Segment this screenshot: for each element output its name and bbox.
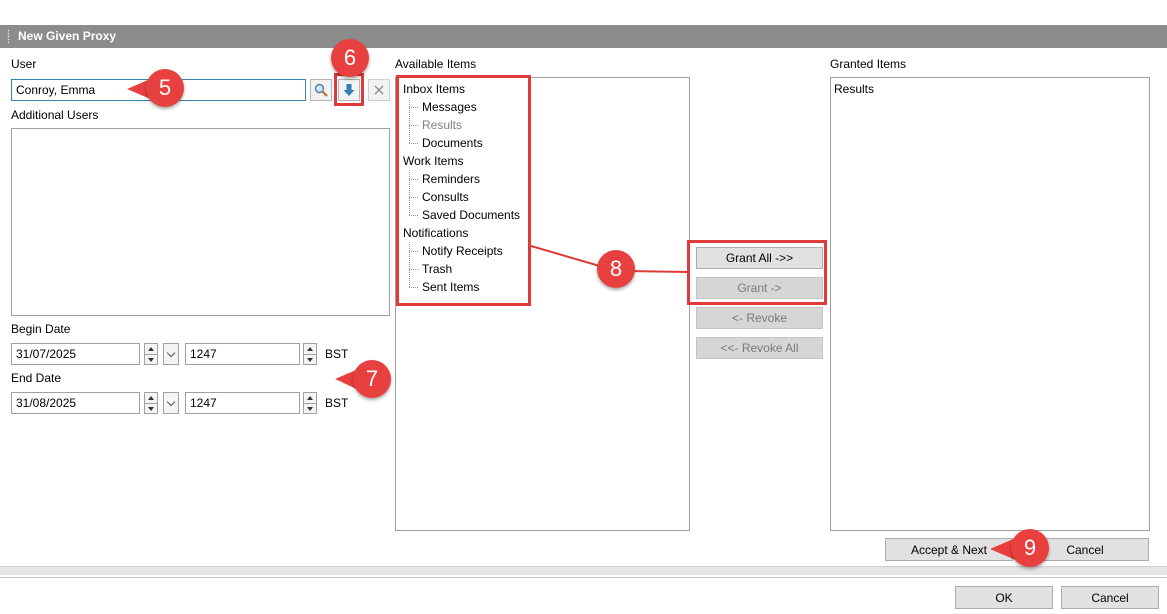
end-date-dropdown[interactable] — [163, 392, 179, 414]
grant-all-button[interactable]: Grant All ->> — [696, 247, 823, 269]
tree-group-inbox-items[interactable]: Inbox Items — [403, 82, 466, 96]
end-time-spinner[interactable] — [303, 392, 317, 414]
horizontal-scrollbar[interactable] — [0, 566, 1167, 575]
tree-group-notifications[interactable]: Notifications — [403, 226, 469, 240]
additional-users-list[interactable] — [11, 128, 390, 316]
callout-9: 9 — [1011, 529, 1049, 567]
callout-5: 5 — [146, 69, 184, 107]
footer-separator — [0, 577, 1167, 578]
begin-date-input[interactable]: 31/07/2025 — [11, 343, 140, 365]
tree-item-sent-items[interactable]: Sent Items — [422, 280, 480, 294]
ok-button[interactable]: OK — [955, 586, 1053, 609]
tree-item-results[interactable]: Results — [422, 118, 463, 132]
callout-box-8-buttons — [687, 240, 827, 305]
tree-item-trash[interactable]: Trash — [422, 262, 453, 276]
revoke-all-button[interactable]: <<- Revoke All — [696, 337, 823, 359]
magnifier-icon — [314, 83, 328, 97]
grant-button[interactable]: Grant -> — [696, 277, 823, 299]
end-timezone: BST — [325, 396, 349, 410]
tree-item-messages[interactable]: Messages — [422, 100, 477, 114]
revoke-button[interactable]: <- Revoke — [696, 307, 823, 329]
tree-container: Inbox Items Messages Results Documents W… — [403, 80, 683, 300]
tree-item-reminders[interactable]: Reminders — [422, 172, 481, 186]
begin-date-spinner[interactable] — [144, 343, 158, 365]
begin-time-spinner[interactable] — [303, 343, 317, 365]
granted-items-list[interactable]: Results — [830, 77, 1150, 531]
available-items-label: Available Items — [395, 57, 477, 71]
accept-next-button[interactable]: Accept & Next — [885, 538, 1013, 561]
tree-item-notify-receipts[interactable]: Notify Receipts — [422, 244, 503, 258]
end-date-input[interactable]: 31/08/2025 — [11, 392, 140, 414]
additional-users-label: Additional Users — [11, 108, 99, 122]
user-clear-button[interactable] — [368, 79, 390, 101]
down-arrow-icon — [343, 84, 355, 96]
begin-time-input[interactable]: 1247 — [185, 343, 300, 365]
end-date-spinner[interactable] — [144, 392, 158, 414]
window-title-bar: New Given Proxy — [0, 25, 1167, 48]
user-add-button[interactable] — [338, 79, 360, 101]
tree-group-work-items[interactable]: Work Items — [403, 154, 464, 168]
callout-6: 6 — [331, 39, 369, 77]
user-search-button[interactable] — [310, 79, 332, 101]
grip-handle-icon — [7, 29, 10, 44]
begin-date-dropdown[interactable] — [163, 343, 179, 365]
tree-item-documents[interactable]: Documents — [422, 136, 483, 150]
close-x-icon — [374, 85, 384, 95]
begin-timezone: BST — [325, 347, 349, 361]
end-date-label: End Date — [11, 371, 62, 385]
callout-8: 8 — [597, 250, 635, 288]
tree-item-consults[interactable]: Consults — [422, 190, 469, 204]
end-time-input[interactable]: 1247 — [185, 392, 300, 414]
granted-items-label: Granted Items — [830, 57, 907, 71]
cancel-button[interactable]: Cancel — [1061, 586, 1159, 609]
user-label: User — [11, 57, 37, 71]
callout-box-8-tree — [396, 75, 531, 306]
window-title: New Given Proxy — [18, 29, 117, 43]
begin-date-label: Begin Date — [11, 322, 71, 336]
callout-7: 7 — [353, 360, 391, 398]
granted-item-results[interactable]: Results — [834, 82, 875, 96]
tree-item-saved-documents[interactable]: Saved Documents — [422, 208, 521, 222]
